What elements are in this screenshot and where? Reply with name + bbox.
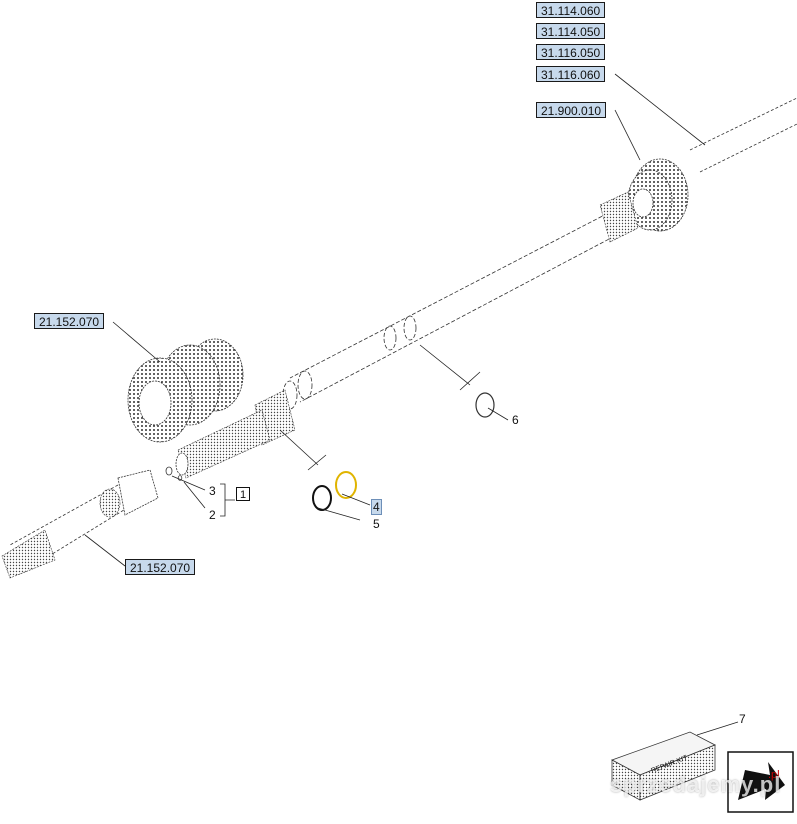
callout-5[interactable]: 5	[373, 517, 380, 531]
repair-kit-box: REPAIR KIT	[611, 731, 716, 801]
main-shaft	[282, 204, 631, 410]
svg-text:.pl: .pl	[768, 769, 780, 781]
leader-lines	[84, 73, 739, 736]
callout-4[interactable]: 4	[371, 499, 382, 515]
ref-31-114-060[interactable]: 31.114.060	[536, 2, 606, 18]
ref-21-900-010[interactable]: 21.900.010	[536, 102, 607, 118]
pin-parts	[165, 466, 183, 481]
shaft-splines	[175, 191, 639, 479]
callout-7[interactable]: 7	[739, 712, 746, 726]
callout-6[interactable]: 6	[512, 413, 519, 427]
ref-31-116-060[interactable]: 31.116.060	[536, 66, 606, 82]
watermark: sprzedajemy.pl	[610, 772, 782, 797]
ref-21-152-070-upper[interactable]: 21.152.070	[34, 313, 105, 329]
lower-shaft	[1, 469, 159, 579]
ref-31-116-050[interactable]: 31.116.050	[536, 44, 606, 60]
callout-1[interactable]: 1	[236, 487, 250, 501]
upper-shaft	[689, 97, 797, 173]
upper-gear	[627, 158, 689, 232]
rings	[312, 392, 495, 511]
ref-21-152-070-lower[interactable]: 21.152.070	[125, 559, 196, 575]
cluster-gear	[127, 338, 244, 443]
callout-3[interactable]: 3	[209, 484, 216, 498]
next-page-arrow-icon[interactable]: .pl	[727, 751, 794, 813]
ref-31-114-050[interactable]: 31.114.050	[536, 23, 606, 39]
callout-2[interactable]: 2	[209, 508, 216, 522]
